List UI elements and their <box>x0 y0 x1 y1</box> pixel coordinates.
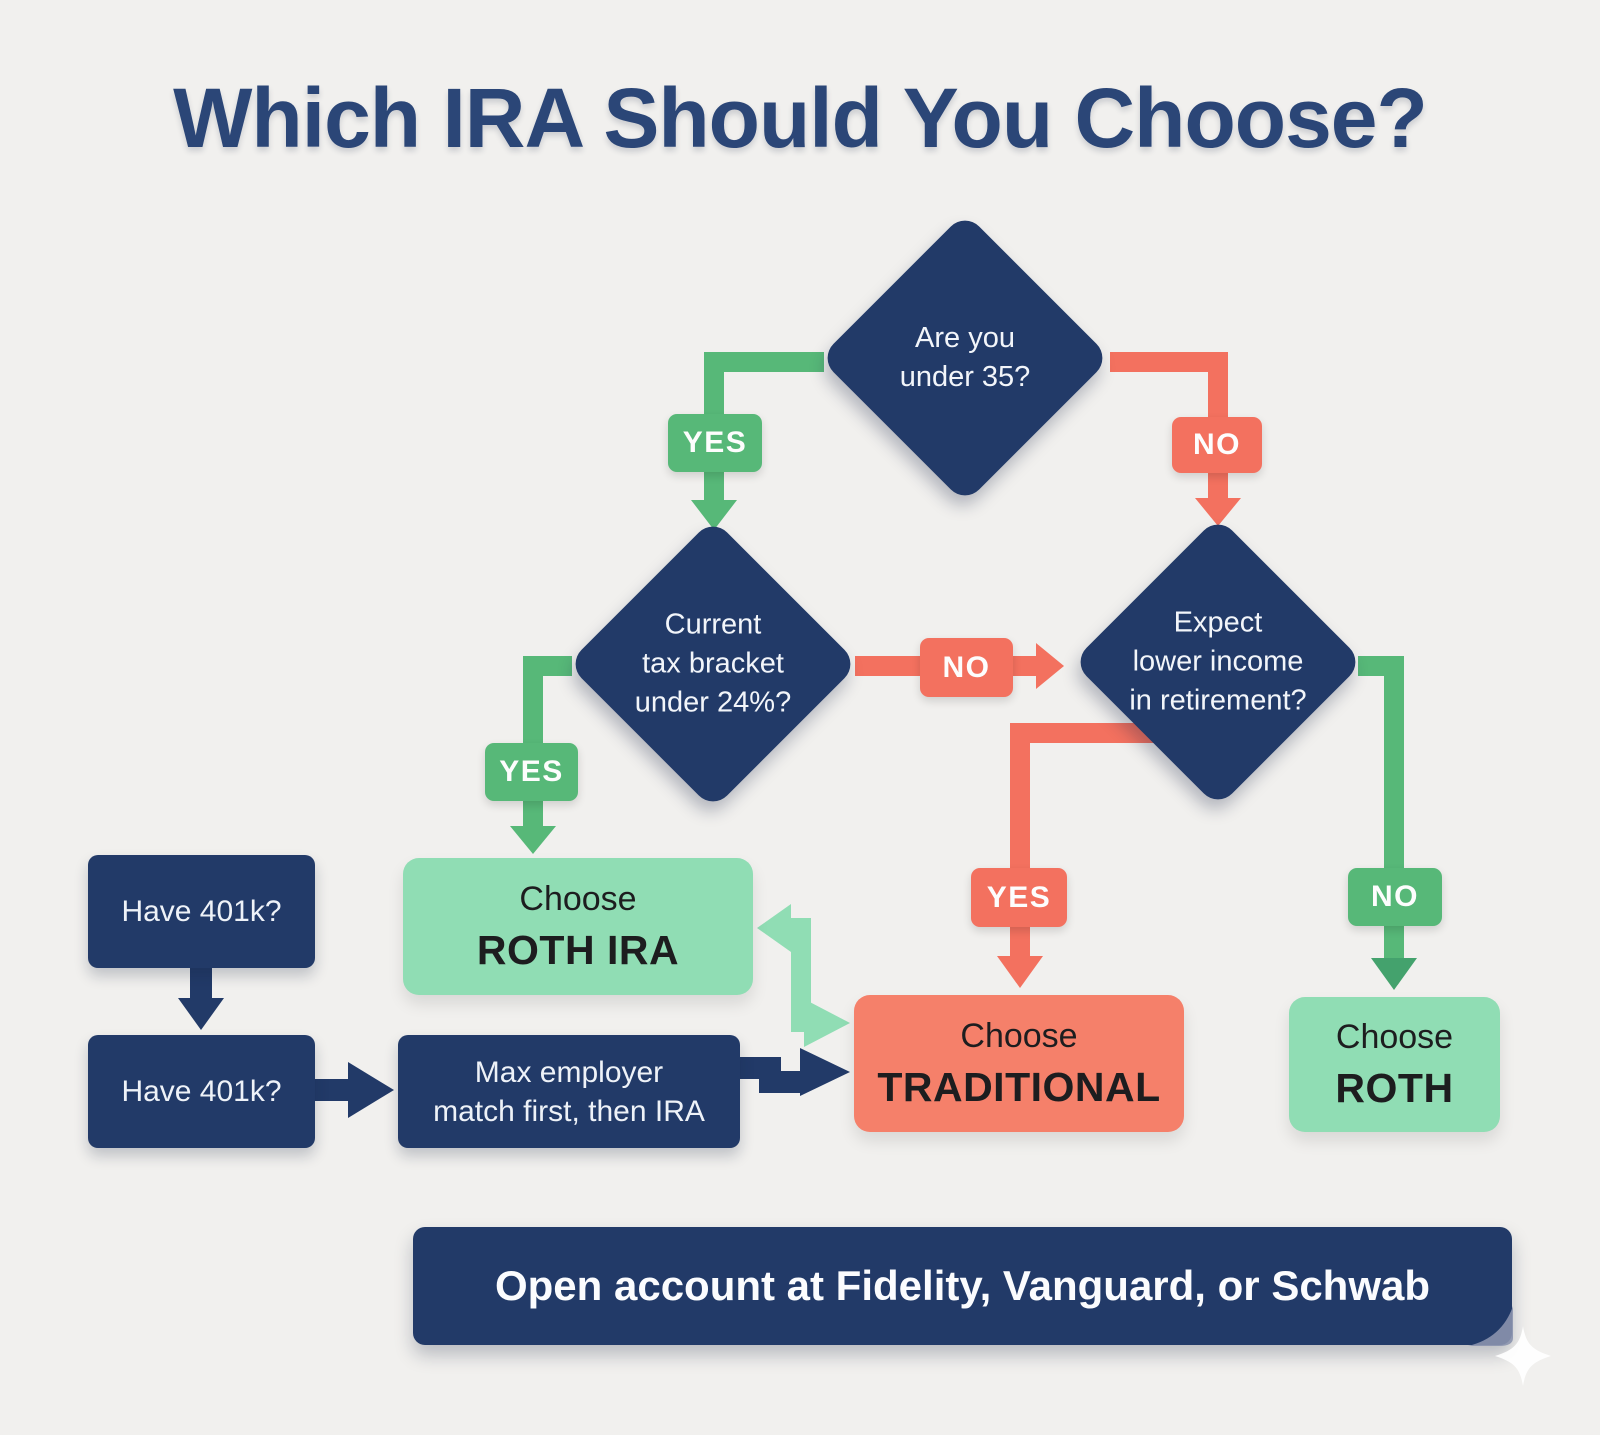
diamond-tax-bracket-text: Current tax bracket under 24%? <box>634 608 792 719</box>
result-roth-ira-line2: ROTH IRA <box>476 926 680 973</box>
arrow-taxbracket-no <box>855 643 1064 689</box>
banner-open-account: Open account at Fidelity, Vanguard, or S… <box>413 1227 1512 1345</box>
result-roth-ira: Choose ROTH IRA <box>403 858 753 995</box>
box-have-401k-bottom: Have 401k? <box>88 1035 315 1148</box>
result-roth-line1: Choose <box>1335 1017 1454 1056</box>
result-traditional: Choose TRADITIONAL <box>854 995 1184 1132</box>
label-no-under35: NO <box>1172 417 1262 473</box>
label-yes-under35: YES <box>668 414 762 472</box>
sparkle-decoration <box>1468 1306 1551 1386</box>
label-yes-taxbracket: YES <box>485 743 578 801</box>
diamond-lower-income-text: Expect lower income in retirement? <box>1129 606 1307 717</box>
result-roth-line2: ROTH <box>1335 1064 1454 1111</box>
arrow-maxmatch-to-traditional <box>738 1048 850 1096</box>
arrow-401k-right <box>313 1062 394 1118</box>
result-traditional-line2: TRADITIONAL <box>877 1063 1161 1110</box>
result-roth: Choose ROTH <box>1289 997 1500 1132</box>
diamond-lower-income: Expect lower income in retirement? <box>1072 516 1364 808</box>
label-yes-lowerincome: YES <box>971 868 1067 927</box>
label-no-taxbracket: NO <box>920 638 1013 697</box>
page-title: Which IRA Should You Choose? <box>173 71 1428 165</box>
arrow-under35-yes <box>691 352 824 530</box>
result-traditional-line1: Choose <box>960 1016 1078 1055</box>
arrow-lowerincome-no <box>1358 656 1417 990</box>
diamond-under-35: Are you under 35? <box>819 212 1111 504</box>
diamond-under-35-text: Are you under 35? <box>899 322 1031 393</box>
arrow-under35-no <box>1110 352 1241 526</box>
result-roth-ira-line1: Choose <box>519 879 637 918</box>
arrow-401k-down <box>178 964 224 1030</box>
banner-corner-fold <box>1468 1306 1513 1346</box>
arrow-rothira-traditional-link <box>757 904 850 1047</box>
arrow-taxbracket-yes <box>510 656 572 854</box>
box-max-employer-match: Max employer match first, then IRA <box>398 1035 740 1148</box>
four-point-star-icon <box>1495 1326 1551 1386</box>
diamond-tax-bracket: Current tax bracket under 24%? <box>567 518 859 810</box>
box-have-401k-top: Have 401k? <box>88 855 315 968</box>
arrow-lowerincome-yes <box>997 723 1155 988</box>
label-no-lowerincome: NO <box>1348 868 1442 926</box>
